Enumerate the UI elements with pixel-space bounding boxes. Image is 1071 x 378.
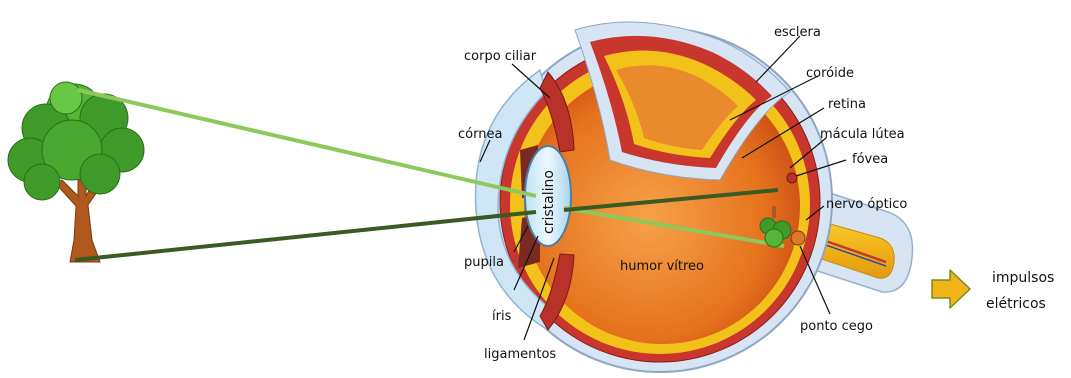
- label-nervo-optico: nervo óptico: [826, 197, 907, 212]
- label-fovea: fóvea: [852, 152, 888, 167]
- ray-bottom: [75, 212, 536, 260]
- label-esclera: esclera: [774, 25, 821, 40]
- label-humor-vitreo: humor vítreo: [620, 259, 704, 274]
- fovea-spot: [787, 173, 797, 183]
- label-ligamentos: ligamentos: [484, 347, 556, 362]
- label-macula-lutea: mácula lútea: [820, 127, 905, 142]
- output-arrow-icon: [932, 270, 970, 308]
- label-retina: retina: [828, 97, 866, 112]
- label-corpo-ciliar: corpo ciliar: [464, 49, 537, 64]
- label-cornea: córnea: [458, 127, 502, 142]
- label-iris: íris: [492, 309, 512, 324]
- label-coroide: coróide: [806, 66, 854, 81]
- label-pupila: pupila: [464, 255, 504, 270]
- blind-spot: [791, 231, 805, 245]
- ray-top: [78, 90, 536, 196]
- output-label-line1: impulsos: [992, 270, 1054, 286]
- tree-icon: [8, 82, 144, 262]
- output-label-line2: elétricos: [986, 296, 1046, 312]
- label-ponto-cego: ponto cego: [800, 319, 873, 334]
- label-cristalino: cristalino: [541, 170, 557, 234]
